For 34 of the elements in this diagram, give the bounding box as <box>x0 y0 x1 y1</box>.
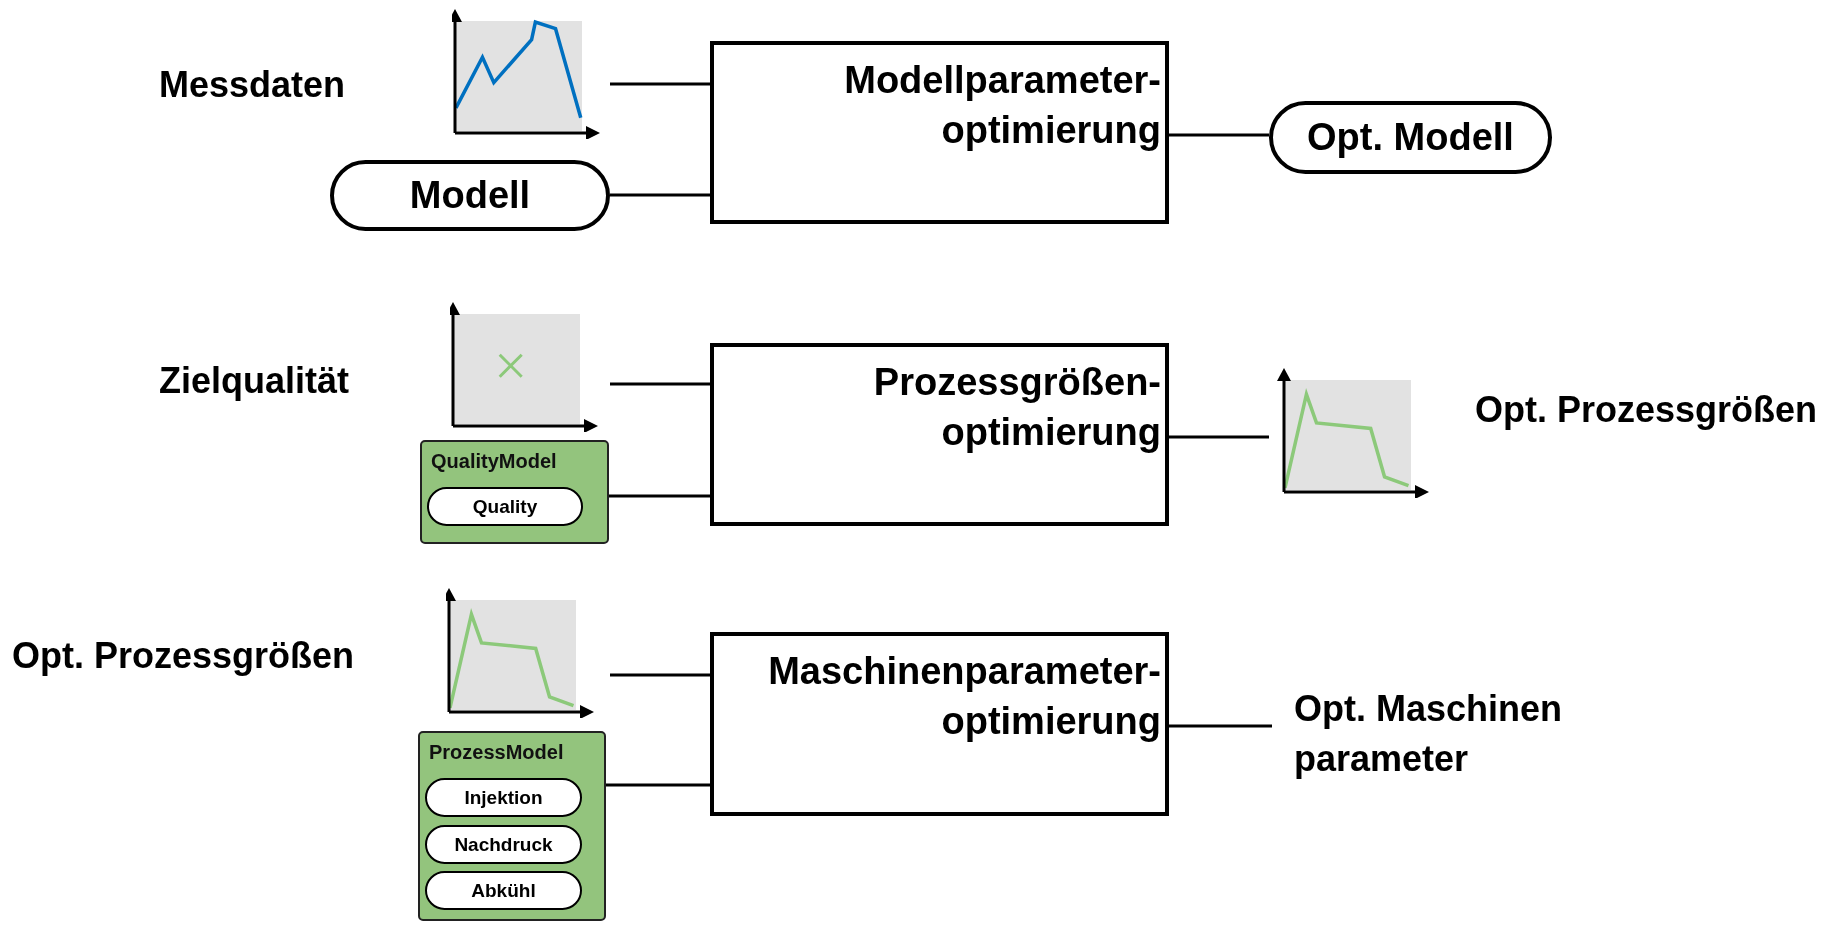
chart-caption: Opt. Prozessgrößen <box>12 635 355 677</box>
connector-line <box>610 82 710 86</box>
connector-line <box>1169 724 1272 728</box>
process-box <box>710 41 1169 224</box>
input-label: Messdaten <box>159 64 346 106</box>
process-box <box>710 343 1169 526</box>
connector-line <box>1169 435 1269 439</box>
connector-line <box>610 193 710 197</box>
model-label: Abkühl <box>471 879 536 902</box>
connector-line <box>610 382 710 386</box>
chart-caption: Opt. Prozessgrößen <box>1475 389 1818 431</box>
model-terminal <box>425 871 582 910</box>
model-terminal <box>425 825 582 864</box>
model-group-panel <box>418 731 606 921</box>
model-label: Quality <box>472 495 538 518</box>
group-title: QualityModel <box>431 450 557 473</box>
chart-caption: Zielqualität <box>159 360 350 402</box>
model-label: Injektion <box>464 786 543 809</box>
group-title: ProzessModel <box>429 741 564 764</box>
model-label: Nachdruck <box>454 833 553 856</box>
connector-line <box>606 783 710 787</box>
process-label: Prozessgrößen- optimierung <box>872 360 1161 455</box>
connector-line <box>609 494 710 498</box>
process-label: Modellparameter- optimierung <box>843 58 1161 153</box>
output-label: Opt. Maschinen parameter <box>1294 687 1564 781</box>
model-group-panel <box>420 440 609 544</box>
model-terminal <box>427 487 583 526</box>
process-box <box>710 632 1169 816</box>
connector-line <box>1169 133 1269 137</box>
model-label: Opt. Modell <box>1307 116 1514 159</box>
process-label: Maschinenparameter- optimierung <box>767 649 1161 744</box>
connector-line <box>610 673 710 677</box>
model-label: Modell <box>409 174 531 217</box>
model-terminal <box>425 778 582 817</box>
